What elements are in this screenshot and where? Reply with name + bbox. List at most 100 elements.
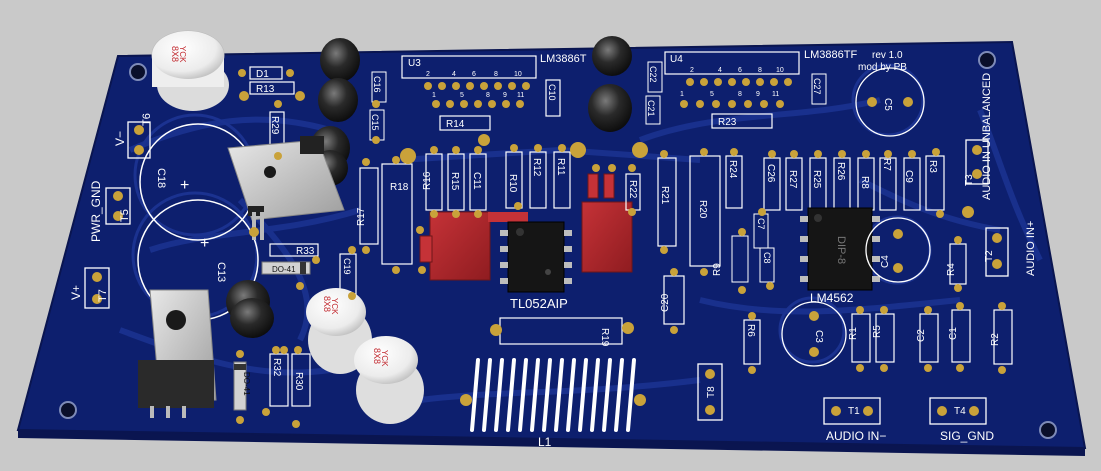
label-sig-gnd: SIG_GND — [940, 429, 994, 443]
label-r19: R19 — [599, 328, 610, 347]
pin-number: 6 — [472, 71, 476, 78]
resistor-r33: R33 — [269, 243, 319, 257]
label-c8: C8 — [762, 252, 772, 264]
terminal-t3[interactable]: T3 — [964, 139, 989, 186]
terminal-t6[interactable]: T6 — [127, 113, 153, 159]
cap-print: YCK — [380, 350, 389, 367]
label-c4: C4 — [880, 255, 891, 268]
mounting-hole — [129, 63, 147, 81]
label-r33: R33 — [296, 246, 315, 257]
mounting-holes — [59, 51, 1057, 439]
label-audio-unbalanced: AUDIO IN UNBALANCED — [981, 73, 993, 200]
label-c18: C18 — [155, 168, 167, 188]
label-pwr-gnd: PWR_GND — [89, 180, 103, 242]
pin-number: 9 — [756, 91, 760, 98]
label-r32: R32 — [271, 358, 282, 377]
cap-print: 8X8 — [170, 46, 180, 62]
label-r5: R5 — [872, 325, 883, 338]
cap-c12 — [488, 212, 528, 222]
label-r2: R2 — [990, 333, 1001, 346]
label-r3: R3 — [927, 160, 938, 173]
terminal-t2[interactable]: T2 — [984, 227, 1009, 277]
u4-pins — [680, 78, 792, 108]
pin-number: 8 — [486, 92, 490, 99]
label-lm4562: LM4562 — [810, 291, 854, 305]
label-r13: R13 — [256, 84, 275, 95]
label-c9: C9 — [903, 170, 914, 183]
label-c11: C11 — [471, 172, 482, 190]
inductor-l1: L1 — [470, 358, 636, 449]
label-c13: C13 — [215, 262, 227, 282]
label-t6: T6 — [141, 113, 153, 126]
label-u4: U4 — [670, 54, 683, 65]
terminal-t1[interactable]: T1 — [823, 397, 881, 425]
label-d1: D1 — [256, 69, 269, 80]
label-r17: R17 — [356, 207, 367, 226]
cap-print: 8X8 — [372, 348, 382, 364]
resistor-r14: R14 — [439, 115, 491, 131]
pin-number: 9 — [503, 92, 507, 99]
pin-number: 8 — [738, 91, 742, 98]
resistor-r32-r30: R32 R30 — [269, 353, 311, 407]
pin-number: 10 — [776, 67, 784, 74]
label-lm3886-right: LM3886TF — [804, 49, 857, 61]
label-r11: R11 — [555, 158, 566, 176]
ic-u4-footprint: U4 LM3886TF rev 1.0 mod by PB 2 4 6 8 10… — [664, 49, 907, 108]
label-c10: C10 — [547, 84, 557, 101]
label-rev: rev 1.0 — [872, 50, 903, 61]
pin-number: 8 — [758, 67, 762, 74]
label-c2: C2 — [916, 329, 927, 342]
label-r29: R29 — [269, 116, 280, 135]
label-r21: R21 — [659, 186, 670, 205]
polarity-mark: + — [200, 235, 209, 252]
label-c1: C1 — [948, 327, 959, 340]
u3-pins — [424, 82, 530, 108]
terminal-t7[interactable]: T7 — [84, 267, 110, 309]
label-mod: mod by PB — [858, 62, 907, 73]
label-c15: C15 — [370, 114, 380, 131]
pin-number: 5 — [460, 92, 464, 99]
label-audio-in-plus: AUDIO IN+ — [1025, 221, 1037, 276]
label-r22: R22 — [627, 180, 638, 199]
board-edge — [18, 430, 1085, 456]
film-cap-red-right — [581, 201, 633, 273]
pin-number: 11 — [517, 92, 524, 99]
terminal-t5[interactable]: T5 — [105, 187, 131, 225]
cap-c22: C22 C21 — [645, 61, 663, 125]
label-r4: R4 — [946, 263, 957, 276]
label-u3: U3 — [408, 58, 421, 69]
ic-tl052: TL052AIP — [500, 221, 572, 311]
label-r27: R27 — [787, 170, 798, 189]
regulator-heatsink-top — [227, 136, 345, 240]
label-c5: C5 — [882, 98, 893, 111]
resistor-d1: D1 — [238, 66, 294, 80]
cap-print: 8X8 — [322, 296, 332, 312]
cap-black-lower-left — [226, 280, 274, 338]
pin-number: 8 — [494, 71, 498, 78]
terminal-t4[interactable]: T4 — [929, 397, 987, 425]
terminal-t8[interactable]: T8 — [697, 363, 723, 421]
cap-c3: C3 — [781, 301, 847, 367]
mounting-hole — [978, 51, 996, 69]
label-r10: R10 — [507, 174, 518, 193]
label-tl052: TL052AIP — [510, 296, 568, 311]
label-r15: R15 — [449, 172, 460, 191]
label-l1: L1 — [538, 435, 552, 449]
ic-lm4562: DIP-8 LM4562 — [800, 207, 880, 305]
pin-number: 5 — [710, 91, 714, 98]
label-r16: R16 — [422, 171, 433, 190]
cap-black-cluster-u4 — [588, 36, 632, 132]
resistor-row-mid-labels: R16 R15 C11 R10 R12 R11 R18 R17 R21 R20 … — [356, 158, 938, 226]
cap-white-mid-b: 8X8 YCK — [354, 336, 424, 424]
resistor-row-bottom-labels: R1 R5 C2 C1 R2 — [848, 325, 1001, 346]
cap-c4: C4 — [865, 217, 931, 283]
label-c16: C16 — [372, 76, 382, 93]
label-audio-in-minus: AUDIO IN− — [826, 429, 886, 443]
pin-number: 11 — [772, 91, 779, 98]
label-r26: R26 — [835, 162, 846, 181]
label-t4: T4 — [954, 406, 966, 417]
diode-do41-b: DO-41 — [233, 361, 251, 411]
pin-number: 4 — [452, 71, 456, 78]
label-c20: C20 — [660, 293, 671, 312]
